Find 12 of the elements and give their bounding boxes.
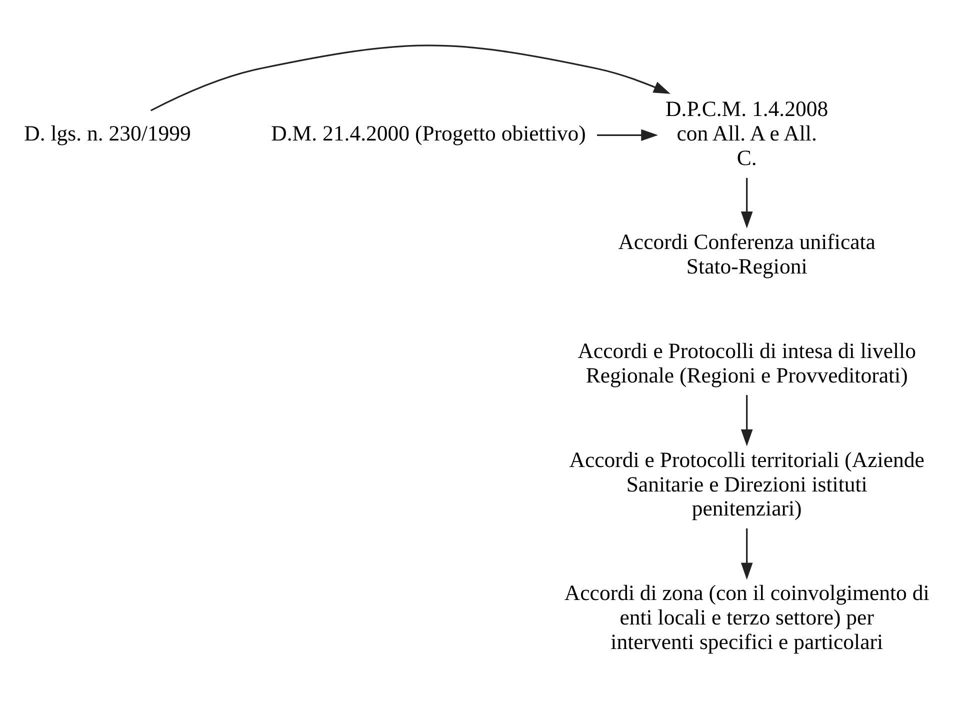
arrow: [740, 177, 753, 228]
node-text: Accordi e Protocolli territoriali (Aziende Sanitarie e Direzioni istituti penitenziari): [569, 447, 924, 520]
node-text: Accordi e Protocolli di intesa di livello Regionale (Regioni e Provveditorati): [578, 338, 916, 387]
node-text: Accordi Conferenza unificata Stato-Regioni: [618, 230, 876, 278]
node-text: D.M. 21.4.2000 (Progetto obiettivo): [271, 120, 586, 145]
arrow: [150, 44, 670, 111]
node-text: D.P.C.M. 1.4.2008 con All. A e All. C.: [666, 96, 828, 170]
arrow: [597, 128, 658, 141]
node-text: Accordi di zona (con il coinvolgimento di enti locali e terzo settore) per interventi specifici e particolari: [564, 580, 930, 654]
arrow: [740, 394, 753, 446]
node-text: D. lgs. n. 230/1999: [24, 120, 191, 145]
arrow: [740, 528, 753, 580]
